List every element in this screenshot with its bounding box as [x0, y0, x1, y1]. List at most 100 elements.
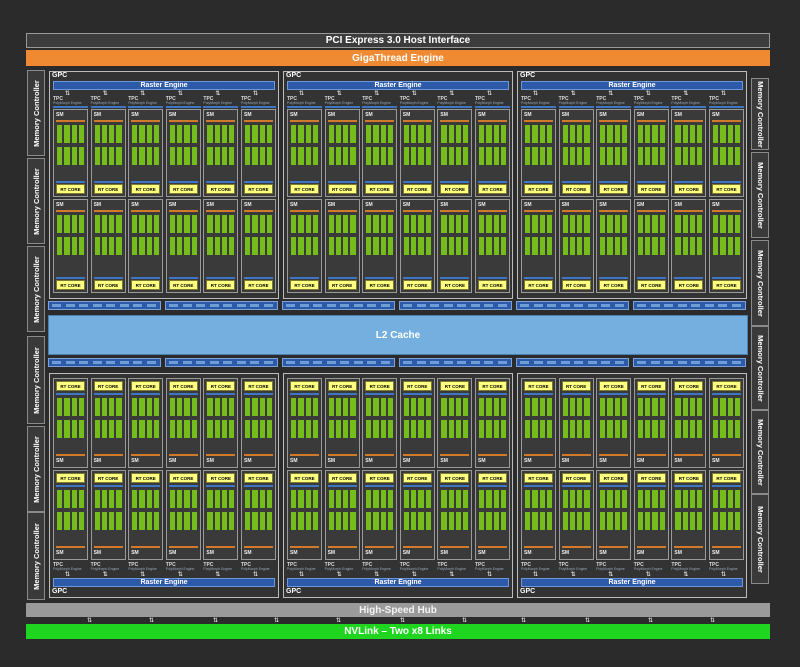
cuda-core-block: [584, 237, 589, 255]
memory-controller-right-4: Memory Controller: [751, 326, 769, 410]
memory-controller-left-1: Memory Controller: [27, 70, 45, 156]
rt-core: RT CORE: [674, 381, 703, 391]
sm-register-bar: [674, 393, 703, 395]
cuda-core-block: [645, 215, 650, 233]
cuda-core-block: [222, 237, 227, 255]
cuda-core-block: [343, 125, 348, 143]
cuda-core-block: [222, 125, 227, 143]
gpc-label: GPC: [286, 72, 306, 80]
cuda-core-block: [116, 490, 121, 508]
rt-core: RT CORE: [637, 381, 666, 391]
polymorph-bar: [166, 106, 201, 108]
polymorph-bar: [475, 106, 510, 108]
rt-core: RT CORE: [56, 280, 85, 290]
cuda-core-block: [222, 490, 227, 508]
cuda-core-block: [577, 398, 582, 416]
l2-cache-block: [313, 304, 322, 307]
cuda-core-block: [713, 490, 718, 508]
tensor-bar: [365, 210, 394, 212]
memory-controller-label: Memory Controller: [756, 335, 765, 402]
l2-cache-block: [196, 361, 205, 364]
cuda-core-block: [64, 512, 69, 530]
cuda-core-block: [615, 420, 620, 438]
cuda-core-block: [350, 490, 355, 508]
cuda-core-block: [584, 147, 589, 165]
cuda-core-block: [570, 237, 575, 255]
cuda-core-block: [381, 490, 386, 508]
cuda-core-block: [697, 215, 702, 233]
cuda-core-block: [479, 398, 484, 416]
sm-register-bar: [365, 181, 394, 183]
cuda-core-block: [102, 398, 107, 416]
rt-core: RT CORE: [403, 184, 432, 194]
rt-core: RT CORE: [674, 184, 703, 194]
cuda-core-block: [381, 237, 386, 255]
cuda-core-block: [381, 147, 386, 165]
sm-label: SM: [524, 458, 544, 465]
cuda-core-block: [132, 125, 137, 143]
l2-cache-block: [534, 304, 543, 307]
sm-label: SM: [244, 458, 264, 465]
cuda-core-block: [132, 147, 137, 165]
sm-register-bar: [290, 485, 319, 487]
cuda-core-block: [291, 215, 296, 233]
cuda-core-block: [563, 237, 568, 255]
rt-core: RT CORE: [94, 473, 123, 483]
polymorph-bar: [559, 106, 594, 108]
l2-cache-block: [444, 361, 453, 364]
l2-cache-block: [498, 361, 507, 364]
rt-core: RT CORE: [637, 473, 666, 483]
sm-label: SM: [244, 202, 264, 209]
cuda-core-block: [418, 398, 423, 416]
cuda-core-block: [720, 398, 725, 416]
cuda-core-block: [336, 125, 341, 143]
rt-core: RT CORE: [290, 381, 319, 391]
cuda-core-block: [456, 420, 461, 438]
sm-register-bar: [206, 485, 235, 487]
sm-label: SM: [712, 112, 732, 119]
l2-cache-block: [237, 361, 246, 364]
cuda-core-block: [735, 237, 740, 255]
rt-core: RT CORE: [169, 473, 198, 483]
cuda-core-block: [147, 398, 152, 416]
l2-cache-block: [664, 361, 673, 364]
rt-core: RT CORE: [56, 381, 85, 391]
cuda-core-block: [298, 125, 303, 143]
tensor-bar: [440, 546, 469, 548]
cuda-core-block: [109, 237, 114, 255]
sm-register-bar: [328, 277, 357, 279]
cuda-core-block: [102, 490, 107, 508]
cuda-core-block: [72, 125, 77, 143]
cuda-core-block: [486, 125, 491, 143]
rt-core: RT CORE: [599, 184, 628, 194]
cuda-core-block: [222, 147, 227, 165]
cuda-core-block: [57, 512, 62, 530]
cuda-core-block: [139, 490, 144, 508]
rt-core: RT CORE: [206, 473, 235, 483]
sm-label: SM: [290, 458, 310, 465]
sm-label: SM: [290, 550, 310, 557]
cuda-core-block: [728, 125, 733, 143]
cuda-core-block: [584, 125, 589, 143]
cuda-core-block: [404, 125, 409, 143]
sm-label: SM: [674, 458, 694, 465]
sm-register-bar: [131, 277, 160, 279]
cuda-core-block: [615, 512, 620, 530]
rt-core: RT CORE: [478, 473, 507, 483]
cuda-core-block: [388, 147, 393, 165]
cuda-core-block: [313, 490, 318, 508]
cuda-core-block: [652, 512, 657, 530]
cuda-core-block: [388, 398, 393, 416]
cuda-core-block: [329, 420, 334, 438]
cuda-core-block: [404, 147, 409, 165]
sm-register-bar: [244, 485, 273, 487]
cuda-core-block: [479, 147, 484, 165]
raster-engine: Raster Engine: [521, 81, 743, 90]
cuda-core-block: [154, 215, 159, 233]
sm-label: SM: [56, 550, 76, 557]
cuda-core-block: [690, 147, 695, 165]
cuda-core-block: [600, 398, 605, 416]
sm-register-bar: [712, 485, 741, 487]
sm-register-bar: [244, 393, 273, 395]
tensor-bar: [712, 210, 741, 212]
